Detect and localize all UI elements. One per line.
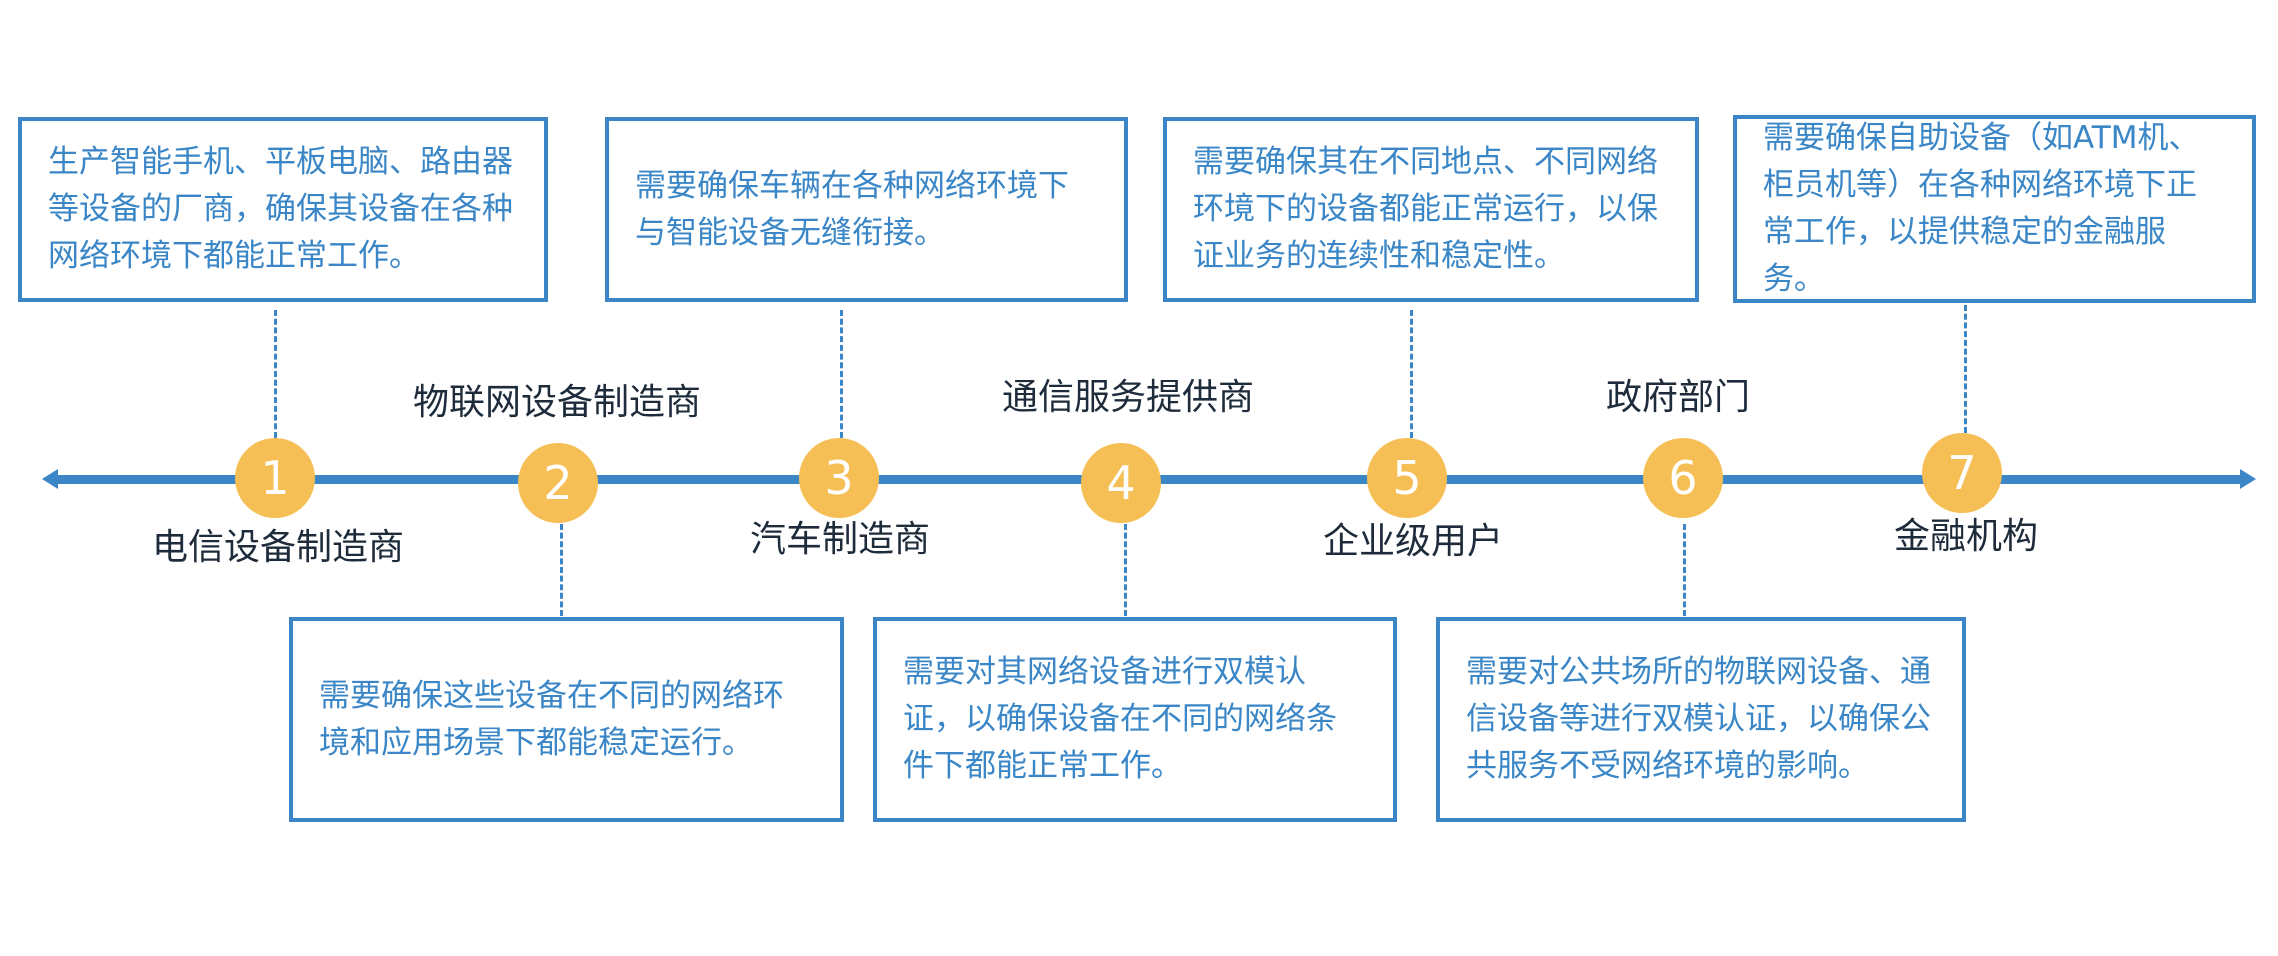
stage-6-connector — [1683, 524, 1686, 616]
stage-4-name: 通信服务提供商 — [1001, 377, 1254, 418]
stage-3-connector — [840, 310, 843, 438]
stage-5-name: 企业级用户 — [1322, 521, 1503, 562]
stage-4-description-box: 需要对其网络设备进行双模认证，以确保设备在不同的网络条件下都能正常工作。 — [873, 617, 1397, 822]
stage-2-description-box: 需要确保这些设备在不同的网络环境和应用场景下都能稳定运行。 — [289, 617, 844, 822]
stage-2-connector — [560, 524, 563, 616]
stage-1-connector — [274, 310, 277, 438]
stage-1-name: 电信设备制造商 — [151, 527, 404, 568]
stage-1-node: 1 — [235, 438, 315, 518]
stage-7-description: 需要确保自助设备（如ATM机、柜员机等）在各种网络环境下正常工作，以提供稳定的金… — [1763, 120, 2200, 297]
stage-6-node: 6 — [1643, 438, 1723, 518]
stage-5-connector — [1410, 310, 1413, 438]
stage-1-description-box: 生产智能手机、平板电脑、路由器等设备的厂商，确保其设备在各种网络环境下都能正常工… — [18, 117, 548, 302]
stage-4-description: 需要对其网络设备进行双模认证，以确保设备在不同的网络条件下都能正常工作。 — [903, 654, 1337, 784]
stage-4-node: 4 — [1081, 443, 1161, 523]
stage-5-description: 需要确保其在不同地点、不同网络环境下的设备都能正常运行，以保证业务的连续性和稳定… — [1193, 144, 1658, 274]
stage-3-description-box: 需要确保车辆在各种网络环境下与智能设备无缝衔接。 — [605, 117, 1128, 302]
stage-7-connector — [1964, 305, 1967, 433]
stage-2-node: 2 — [518, 443, 598, 523]
axis-left-arrow-icon — [42, 469, 58, 489]
stage-6-description-box: 需要对公共场所的物联网设备、通信设备等进行双模认证，以确保公共服务不受网络环境的… — [1436, 617, 1966, 822]
stage-5-description-box: 需要确保其在不同地点、不同网络环境下的设备都能正常运行，以保证业务的连续性和稳定… — [1163, 117, 1699, 302]
axis-right-arrow-icon — [2240, 469, 2256, 489]
stage-7-description-box: 需要确保自助设备（如ATM机、柜员机等）在各种网络环境下正常工作，以提供稳定的金… — [1733, 115, 2256, 303]
stage-1-description: 生产智能手机、平板电脑、路由器等设备的厂商，确保其设备在各种网络环境下都能正常工… — [48, 144, 513, 274]
stage-3-description: 需要确保车辆在各种网络环境下与智能设备无缝衔接。 — [635, 167, 1069, 251]
stage-3-node: 3 — [799, 438, 879, 518]
stage-7-node: 7 — [1922, 433, 2002, 513]
stage-6-name: 政府部门 — [1605, 377, 1750, 418]
stage-2-description: 需要确保这些设备在不同的网络环境和应用场景下都能稳定运行。 — [319, 677, 784, 761]
stage-2-name: 物联网设备制造商 — [412, 382, 701, 423]
stage-3-name: 汽车制造商 — [749, 519, 930, 560]
stage-5-node: 5 — [1367, 438, 1447, 518]
stage-4-connector — [1124, 524, 1127, 616]
stage-6-description: 需要对公共场所的物联网设备、通信设备等进行双模认证，以确保公共服务不受网络环境的… — [1466, 654, 1931, 784]
stage-7-name: 金融机构 — [1893, 516, 2038, 557]
